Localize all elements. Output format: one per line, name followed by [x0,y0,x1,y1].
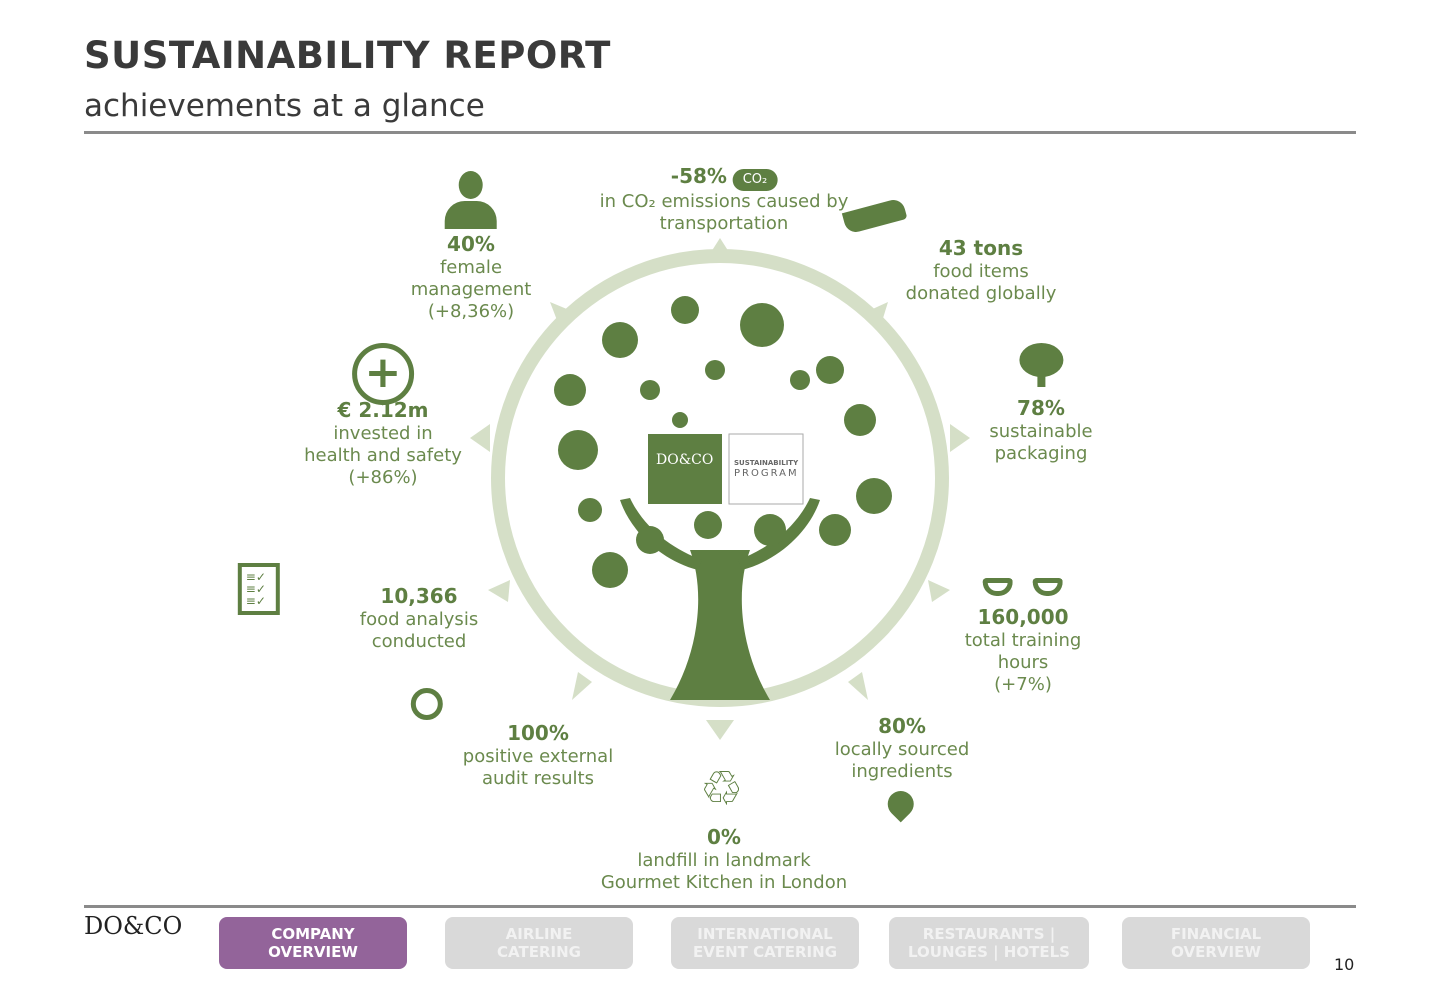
program-label-line1: SUSTAINABILITY [734,459,799,467]
nav-restaurants[interactable]: RESTAURANTS |LOUNGES | HOTELS [889,917,1089,969]
header-divider [84,131,1356,134]
program-label-line2: PROGRAM [734,468,799,479]
location-pin-icon [882,785,920,823]
page-number: 10 [1334,955,1355,974]
page-subtitle: achievements at a glance [84,88,485,124]
medical-cross-icon: + [351,343,414,405]
checklist-icon: ≡✓≡✓≡✓ [237,563,280,615]
tree-icon [1018,343,1063,377]
woman-icon [444,171,497,229]
footer-divider [84,905,1356,908]
co2-cloud-icon: CO₂ [732,169,778,191]
recycle-icon: ♲ [699,761,744,817]
glasses-icon [983,576,1063,598]
company-logo: DO&CO [84,912,183,940]
center-logo: DO&CO [656,452,714,468]
page-title: SUSTAINABILITY REPORT [84,34,611,77]
sustainability-tree-graphic [470,238,970,740]
magnifier-icon [410,688,443,720]
